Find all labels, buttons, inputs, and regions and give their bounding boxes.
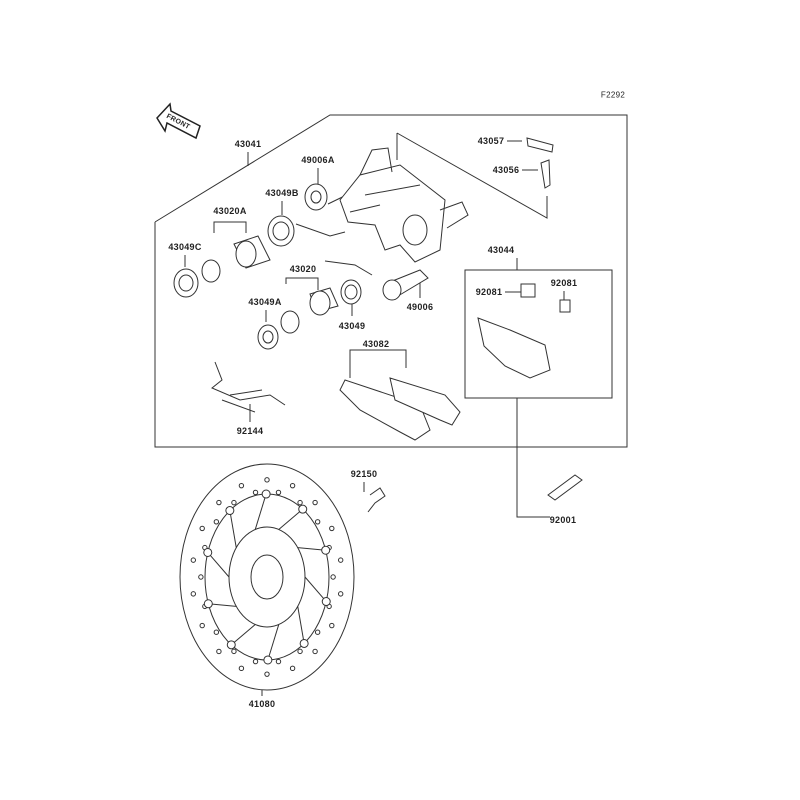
disc-button bbox=[263, 655, 273, 665]
disc-hole bbox=[231, 648, 237, 655]
disc-hole bbox=[314, 629, 321, 635]
disc-hole bbox=[314, 519, 321, 525]
disc-hole bbox=[216, 648, 222, 655]
disc-button bbox=[225, 506, 235, 516]
disc-hole bbox=[264, 671, 270, 677]
part-label-43082[interactable]: 43082 bbox=[362, 339, 390, 349]
disc-hole bbox=[275, 489, 282, 496]
disc-button bbox=[298, 504, 308, 514]
disc-hole bbox=[329, 622, 335, 629]
part-label-43049b[interactable]: 43049B bbox=[265, 188, 299, 198]
bolt-92001 bbox=[547, 474, 583, 501]
caliper-bracket bbox=[477, 283, 571, 379]
bolt-92150 bbox=[367, 487, 386, 513]
part-label-43020a[interactable]: 43020A bbox=[213, 206, 247, 216]
brake-pads bbox=[339, 377, 461, 441]
disc-spoke bbox=[207, 552, 230, 578]
disc-hole bbox=[312, 499, 318, 506]
disc-hole bbox=[275, 658, 282, 665]
diagram-code: F2292 bbox=[600, 90, 626, 100]
part-label-43049a[interactable]: 43049A bbox=[248, 297, 282, 307]
caliper-body bbox=[339, 147, 469, 263]
seals-pistons bbox=[173, 183, 429, 350]
disc-spoke bbox=[229, 510, 237, 548]
disc-button bbox=[226, 640, 236, 650]
disc-button bbox=[261, 489, 271, 499]
disc-spoke bbox=[230, 624, 256, 646]
disc-hole bbox=[252, 489, 259, 496]
disc-hole bbox=[289, 482, 296, 489]
disc-hole bbox=[190, 557, 197, 563]
disc-hole bbox=[337, 557, 344, 563]
disc-hole bbox=[216, 499, 222, 506]
disc-hole bbox=[337, 591, 344, 597]
disc-button bbox=[299, 638, 309, 648]
disc-hole bbox=[231, 499, 237, 506]
disc-hole bbox=[190, 591, 197, 597]
part-label-43044[interactable]: 43044 bbox=[487, 245, 515, 255]
disc-spoke bbox=[297, 547, 326, 551]
disc-hole bbox=[213, 519, 220, 525]
disc-spoke bbox=[267, 624, 280, 661]
caliper-assembly-frame bbox=[154, 114, 628, 448]
disc-spoke bbox=[297, 606, 305, 644]
disc-hole bbox=[297, 499, 303, 506]
disc-button bbox=[203, 547, 213, 557]
part-label-92081-right[interactable]: 92081 bbox=[550, 278, 578, 288]
bleeder-valve bbox=[540, 159, 551, 189]
disc-hole bbox=[213, 629, 220, 635]
disc-hole bbox=[238, 665, 245, 672]
part-label-43020[interactable]: 43020 bbox=[289, 264, 317, 274]
disc-hole bbox=[199, 622, 205, 629]
disc-hole bbox=[297, 648, 303, 655]
part-label-92150[interactable]: 92150 bbox=[350, 469, 378, 479]
bracket-frame bbox=[464, 269, 613, 399]
disc-hole bbox=[330, 574, 336, 580]
disc-button bbox=[321, 545, 331, 555]
part-label-43056[interactable]: 43056 bbox=[492, 165, 520, 175]
part-label-43049[interactable]: 43049 bbox=[338, 321, 366, 331]
part-label-49006a[interactable]: 49006A bbox=[301, 155, 335, 165]
disc-hole bbox=[312, 648, 318, 655]
disc-button bbox=[321, 597, 331, 607]
disc-hole bbox=[252, 658, 259, 665]
part-label-41080[interactable]: 41080 bbox=[248, 699, 276, 709]
disc-hole bbox=[198, 574, 204, 580]
front-arrow-icon bbox=[156, 102, 201, 140]
pad-spring bbox=[211, 361, 286, 413]
disc-spoke bbox=[254, 493, 267, 530]
disc-hole bbox=[329, 525, 335, 532]
disc-button bbox=[203, 599, 213, 609]
disc-hole bbox=[289, 665, 296, 672]
disc-spoke bbox=[278, 508, 304, 530]
part-label-43041[interactable]: 43041 bbox=[234, 139, 262, 149]
disc-hole bbox=[238, 482, 245, 489]
part-label-92081-left[interactable]: 92081 bbox=[475, 287, 503, 297]
part-label-92001[interactable]: 92001 bbox=[549, 515, 577, 525]
disc-spoke bbox=[304, 576, 327, 602]
link-plate bbox=[526, 137, 554, 153]
disc-hole bbox=[264, 477, 270, 483]
disc-hole bbox=[199, 525, 205, 532]
part-label-92144[interactable]: 92144 bbox=[236, 426, 264, 436]
brake-disc bbox=[179, 463, 355, 691]
part-label-43049c[interactable]: 43049C bbox=[168, 242, 202, 252]
disc-spoke bbox=[208, 603, 237, 607]
part-label-49006[interactable]: 49006 bbox=[406, 302, 434, 312]
part-label-43057[interactable]: 43057 bbox=[477, 136, 505, 146]
